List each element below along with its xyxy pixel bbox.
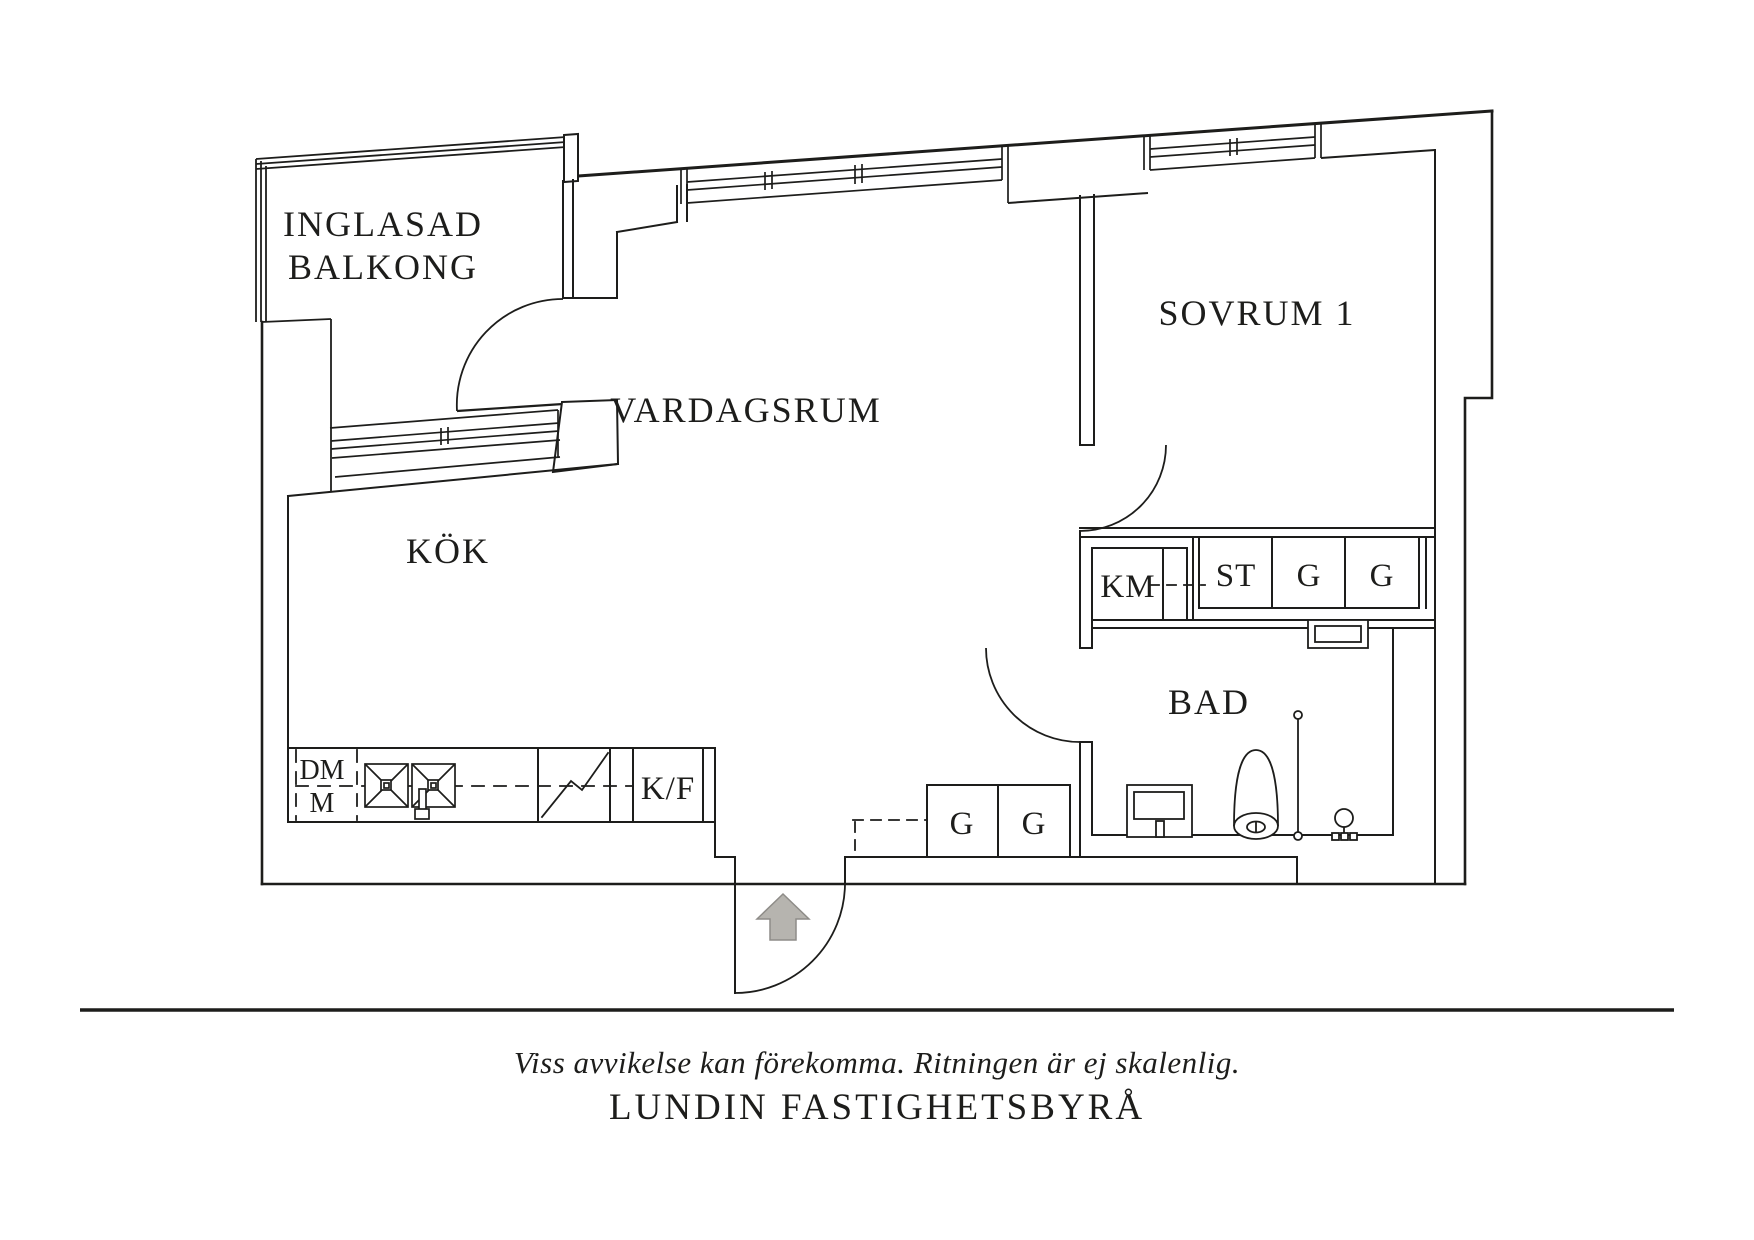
kitchen-sinks-icon xyxy=(364,763,456,820)
bedroom-wall xyxy=(1079,194,1095,446)
balcony-door xyxy=(455,298,564,413)
km-closet xyxy=(1079,530,1206,649)
floor-drain-icon xyxy=(1331,808,1358,841)
footer-brand: LUNDIN FASTIGHETSBYRÅ xyxy=(609,1087,1145,1128)
g1-label: G xyxy=(1297,558,1322,594)
bedroom-window xyxy=(1143,123,1436,171)
living-room-label: VARDAGSRUM xyxy=(610,390,881,430)
entrance-arrow-icon xyxy=(755,892,811,941)
bedroom-label: SOVRUM 1 xyxy=(1158,293,1355,333)
wall-pillar xyxy=(551,398,620,474)
kf-label: K/F xyxy=(641,771,695,807)
footer-disclaimer: Viss avvikelse kan förekomma. Ritningen … xyxy=(514,1045,1240,1080)
kitchen-walls xyxy=(286,462,620,751)
st-label: ST xyxy=(1216,558,1257,594)
toilet-icon xyxy=(1233,749,1279,840)
m-label: M xyxy=(310,788,335,819)
balcony-label-line1: INGLASAD xyxy=(283,204,483,244)
hall-wardrobes xyxy=(852,784,1071,858)
km-label: KM xyxy=(1100,569,1155,605)
hall-g2-label: G xyxy=(1022,806,1047,842)
balcony-label-line2: BALKONG xyxy=(288,247,478,287)
dm-label: DM xyxy=(299,755,344,786)
shower-icon xyxy=(1293,710,1303,841)
bathroom-sink-icon xyxy=(1126,784,1193,838)
living-room-window xyxy=(680,145,1149,204)
entrance-door xyxy=(714,749,846,994)
bathroom-label: BAD xyxy=(1168,682,1250,722)
bathroom-door-arc xyxy=(985,647,1081,743)
vent-shaft xyxy=(1307,619,1369,649)
kitchen-counter xyxy=(287,747,716,823)
closet-row xyxy=(1192,536,1427,621)
kitchen-label: KÖK xyxy=(406,531,490,571)
bedroom-bottom-wall xyxy=(1079,527,1436,538)
balcony-wall xyxy=(562,179,688,299)
balcony-glazing xyxy=(255,132,579,492)
kitchen-window xyxy=(329,409,561,478)
g2-label: G xyxy=(1370,558,1395,594)
exterior-walls xyxy=(260,109,1494,886)
hall-g1-label: G xyxy=(950,806,975,842)
bedroom-door-arc xyxy=(1079,444,1167,532)
